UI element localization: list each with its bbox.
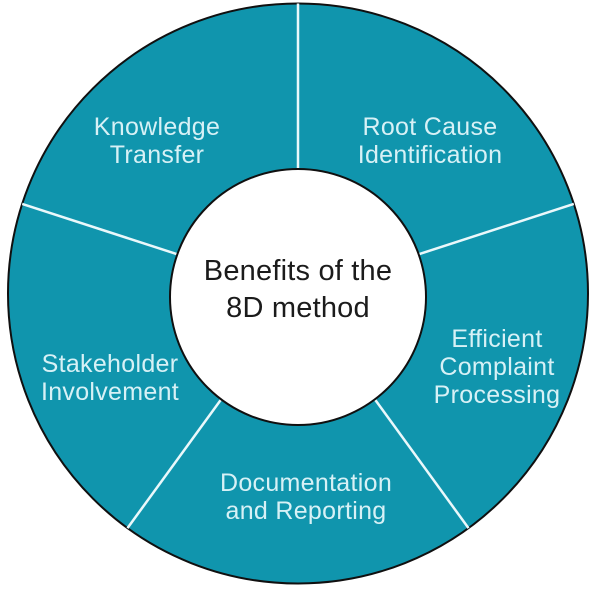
segment-divider-upper-right: [411, 202, 575, 258]
segment-divider-lower-right: [367, 389, 470, 529]
center-circle: [169, 168, 427, 426]
segment-label-root-cause-identification: Root Cause Identification: [357, 113, 503, 169]
diagram-title: Benefits of the 8D method: [203, 255, 393, 324]
segment-label-knowledge-transfer: Knowledge Transfer: [93, 113, 221, 169]
segment-label-documentation-and-reporting: Documentation and Reporting: [219, 469, 393, 525]
segment-label-efficient-complaint-processing: Efficient Complaint Processing: [433, 325, 561, 409]
segment-divider-lower-left: [126, 389, 229, 529]
segment-label-stakeholder-involvement: Stakeholder Involvement: [40, 350, 180, 406]
segment-divider-upper-left: [21, 202, 185, 258]
